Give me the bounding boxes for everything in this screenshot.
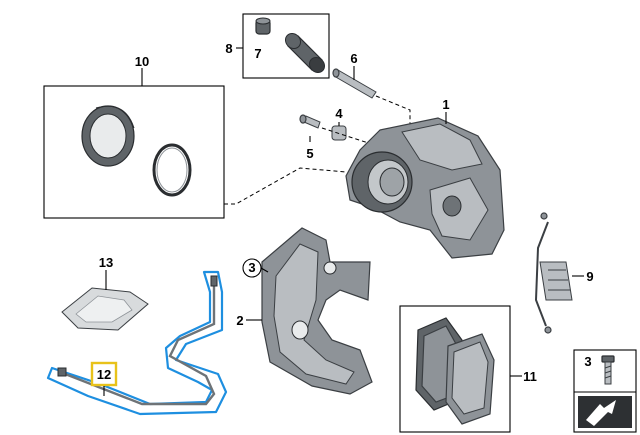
sensor-connector xyxy=(210,275,218,287)
guide-cap[interactable] xyxy=(255,17,271,35)
seal-kit-group[interactable] xyxy=(43,68,225,219)
brake-pad-outer[interactable] xyxy=(445,333,495,425)
anti-rattle-spring[interactable] xyxy=(534,212,584,334)
callout-3-circled: 3 xyxy=(248,260,255,275)
callout-1: 1 xyxy=(442,97,449,112)
callout-10: 10 xyxy=(135,54,149,69)
screw-icon xyxy=(601,355,615,385)
sensor-cable xyxy=(59,280,216,406)
piston-seal-ring[interactable] xyxy=(152,143,192,197)
guide-sleeve-group[interactable] xyxy=(236,13,330,79)
callout-2: 2 xyxy=(236,313,243,328)
sensor-highlight-outline xyxy=(46,270,228,416)
callout-5: 5 xyxy=(306,146,313,161)
piston-seal-ring-inner xyxy=(156,147,188,193)
callout-12: 12 xyxy=(97,367,111,382)
guide-sleeve[interactable] xyxy=(282,30,327,75)
brake-pads-box xyxy=(399,305,511,433)
brake-wear-sensor[interactable] xyxy=(46,270,228,416)
legend-box xyxy=(573,349,637,433)
legend-callout-3: 3 xyxy=(584,354,591,369)
grease-packet[interactable] xyxy=(61,270,149,331)
caliper-carrier[interactable] xyxy=(246,227,373,395)
sensor-label-highlight xyxy=(90,361,118,387)
guide-bolt[interactable] xyxy=(332,66,411,128)
callout-13: 13 xyxy=(99,255,113,270)
callout-9: 9 xyxy=(586,269,593,284)
sensor-probe xyxy=(57,367,67,377)
bleed-valve[interactable] xyxy=(299,114,321,142)
brake-caliper[interactable] xyxy=(345,112,505,259)
guide-sleeve-box xyxy=(242,13,330,79)
callout-8: 8 xyxy=(225,41,232,56)
callout-4: 4 xyxy=(335,106,343,121)
leader-3-circled xyxy=(260,267,269,273)
callout-6: 6 xyxy=(350,51,357,66)
callout-11: 11 xyxy=(523,369,537,384)
seal-to-caliper-dash xyxy=(224,167,347,205)
carrier-bolt-callout[interactable] xyxy=(242,258,269,278)
hardware-legend[interactable] xyxy=(573,349,637,433)
bleed-valve-cap[interactable] xyxy=(331,122,347,141)
arrow-icon xyxy=(578,396,632,428)
dust-boot[interactable] xyxy=(81,105,135,167)
brake-pads-group[interactable] xyxy=(399,305,522,433)
guide-bolt-dash xyxy=(375,95,411,128)
callout-7: 7 xyxy=(254,46,261,61)
seal-kit-box xyxy=(43,85,225,219)
